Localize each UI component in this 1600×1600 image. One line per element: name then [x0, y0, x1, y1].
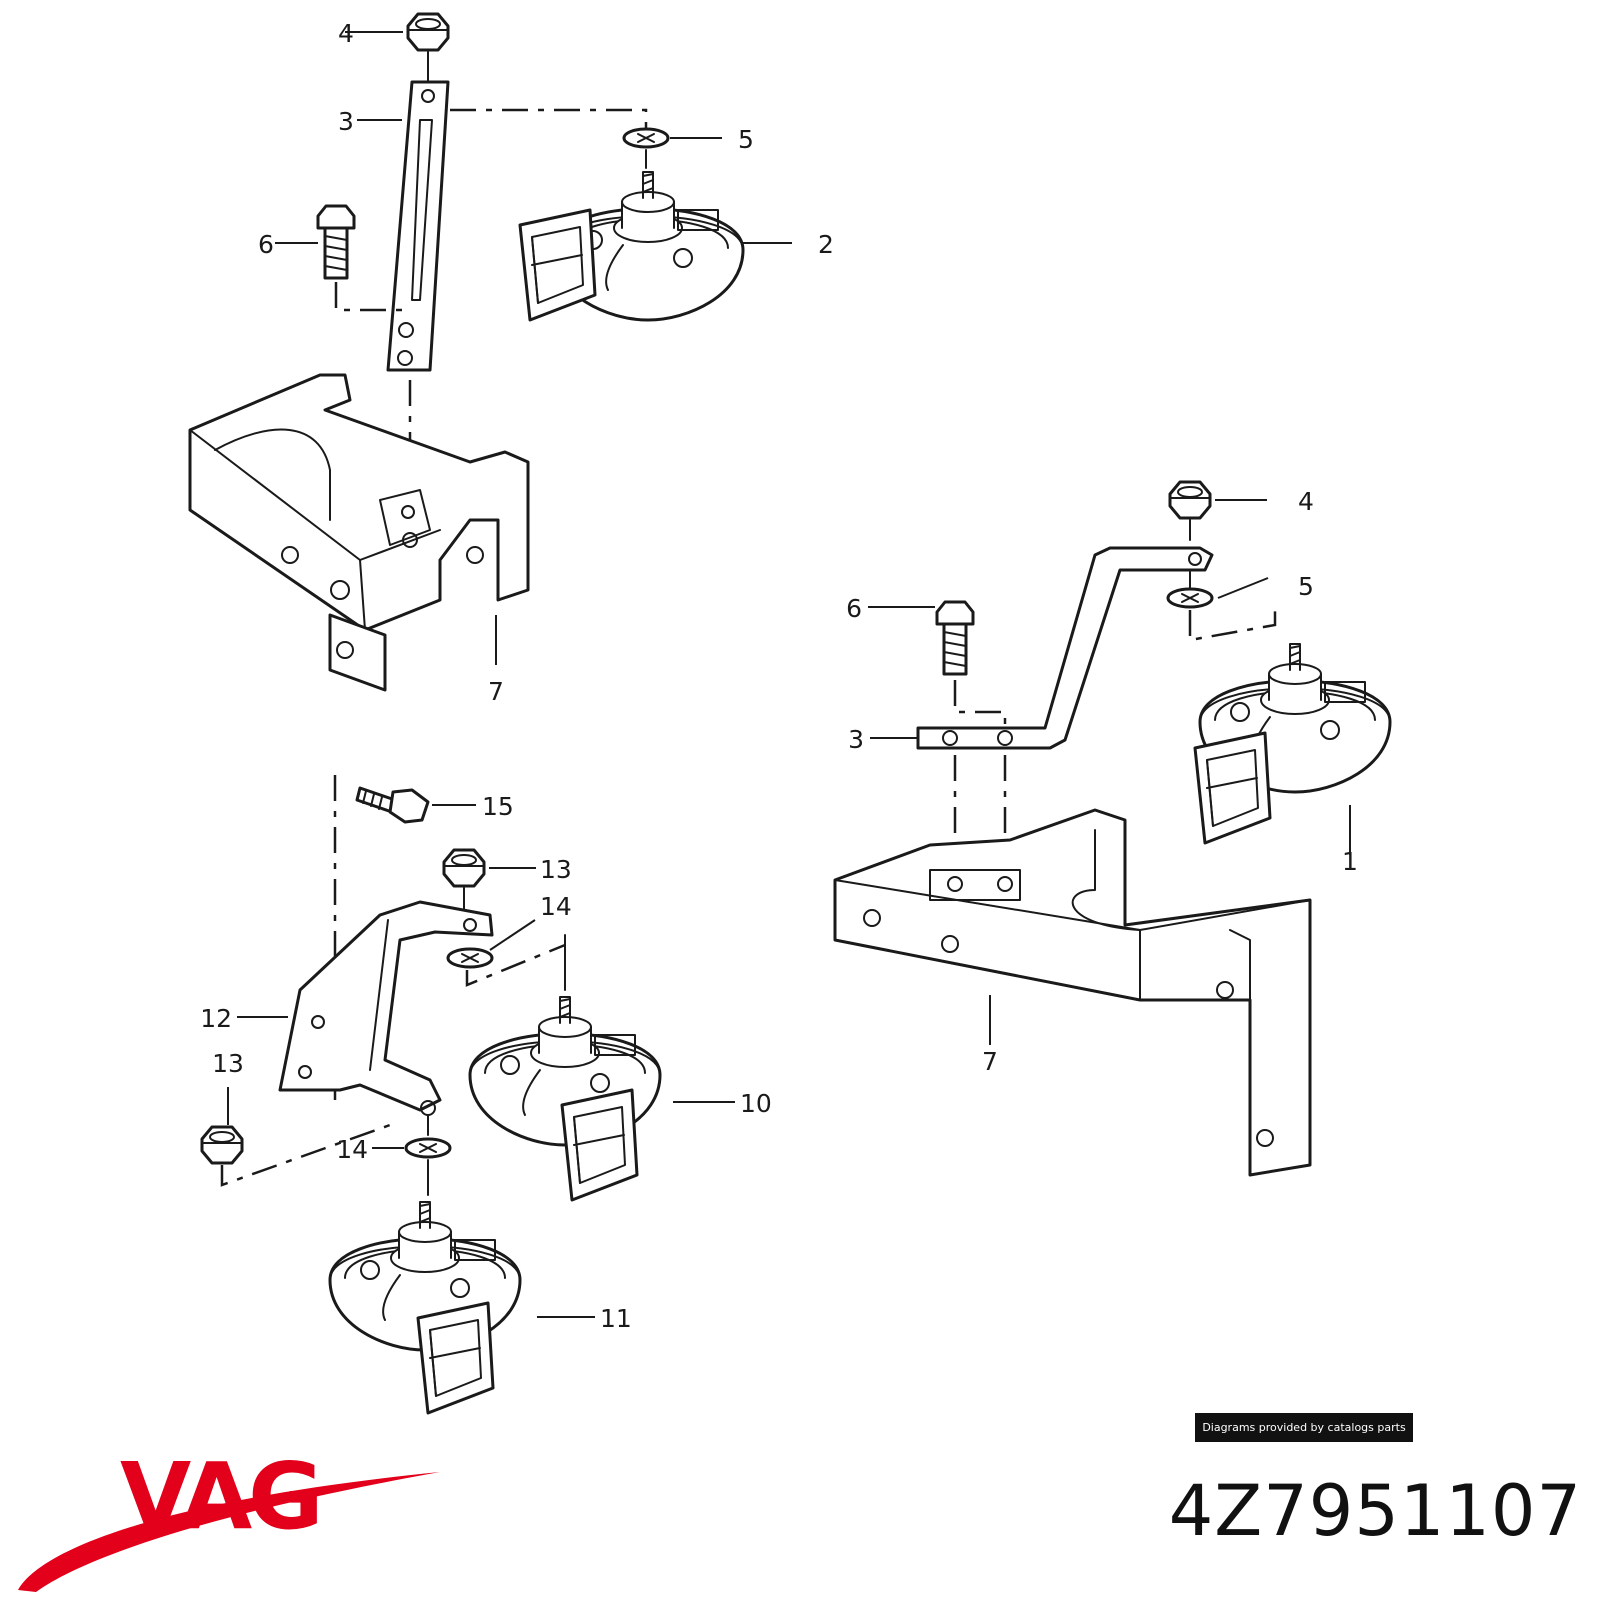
credit-badge: Diagrams provided by catalogs parts [1195, 1413, 1413, 1442]
callout-r-3: 3 [848, 725, 864, 754]
callout-bl-10: 10 [740, 1089, 772, 1118]
callout-bl-15: 15 [482, 792, 514, 821]
washer-part-14-upper [446, 947, 494, 969]
horn-part-11 [328, 1200, 522, 1415]
callout-bl-14-upper: 14 [540, 892, 572, 921]
nut-part-13-upper [442, 848, 486, 888]
washer-part-14-lower [404, 1137, 452, 1159]
callout-r-5: 5 [1298, 572, 1314, 601]
callout-tl-4: 4 [338, 19, 354, 48]
bolt-part-6-right [935, 600, 975, 676]
bottom-left-assembly [200, 775, 735, 1415]
callout-r-1: 1 [1342, 847, 1358, 876]
horn-part-10 [468, 995, 662, 1202]
washer-part-5 [622, 127, 670, 149]
callout-bl-14-lower: 14 [336, 1135, 368, 1164]
vag-logo: VAG [18, 1443, 440, 1592]
horn-part-1 [1193, 642, 1392, 845]
right-assembly [833, 480, 1392, 1177]
callout-r-4: 4 [1298, 487, 1314, 516]
nut-part-4 [406, 12, 450, 52]
callout-bl-13-upper: 13 [540, 855, 572, 884]
callout-tl-7: 7 [488, 677, 504, 706]
bracket-part-3-right [916, 546, 1214, 750]
bracket-part-12 [278, 900, 494, 1112]
bolt-part-6 [316, 204, 356, 280]
horn-part-2 [518, 170, 745, 322]
callout-tl-3: 3 [338, 107, 354, 136]
callout-bl-13-lower: 13 [212, 1049, 244, 1078]
callout-r-7: 7 [982, 1047, 998, 1076]
callout-r-6: 6 [846, 594, 862, 623]
callout-tl-2: 2 [818, 230, 834, 259]
bolt-part-15 [355, 786, 430, 824]
brand-name: VAG [120, 1443, 320, 1550]
callout-tl-6: 6 [258, 230, 274, 259]
callout-bl-12: 12 [200, 1004, 232, 1033]
carrier-part-7-right [833, 808, 1312, 1177]
callout-tl-5: 5 [738, 125, 754, 154]
part-number: 4Z7951107 [1168, 1470, 1582, 1552]
callout-bl-11: 11 [600, 1304, 632, 1333]
callout-labels: 4 3 5 6 2 7 4 5 6 3 1 7 15 13 14 12 13 1… [200, 19, 1358, 1333]
bracket-part-3 [386, 80, 450, 372]
nut-part-4-right [1168, 480, 1212, 520]
nut-part-13-lower [200, 1125, 244, 1165]
carrier-part-7 [188, 373, 530, 692]
top-left-assembly [188, 12, 792, 692]
washer-part-5-right [1166, 587, 1214, 609]
